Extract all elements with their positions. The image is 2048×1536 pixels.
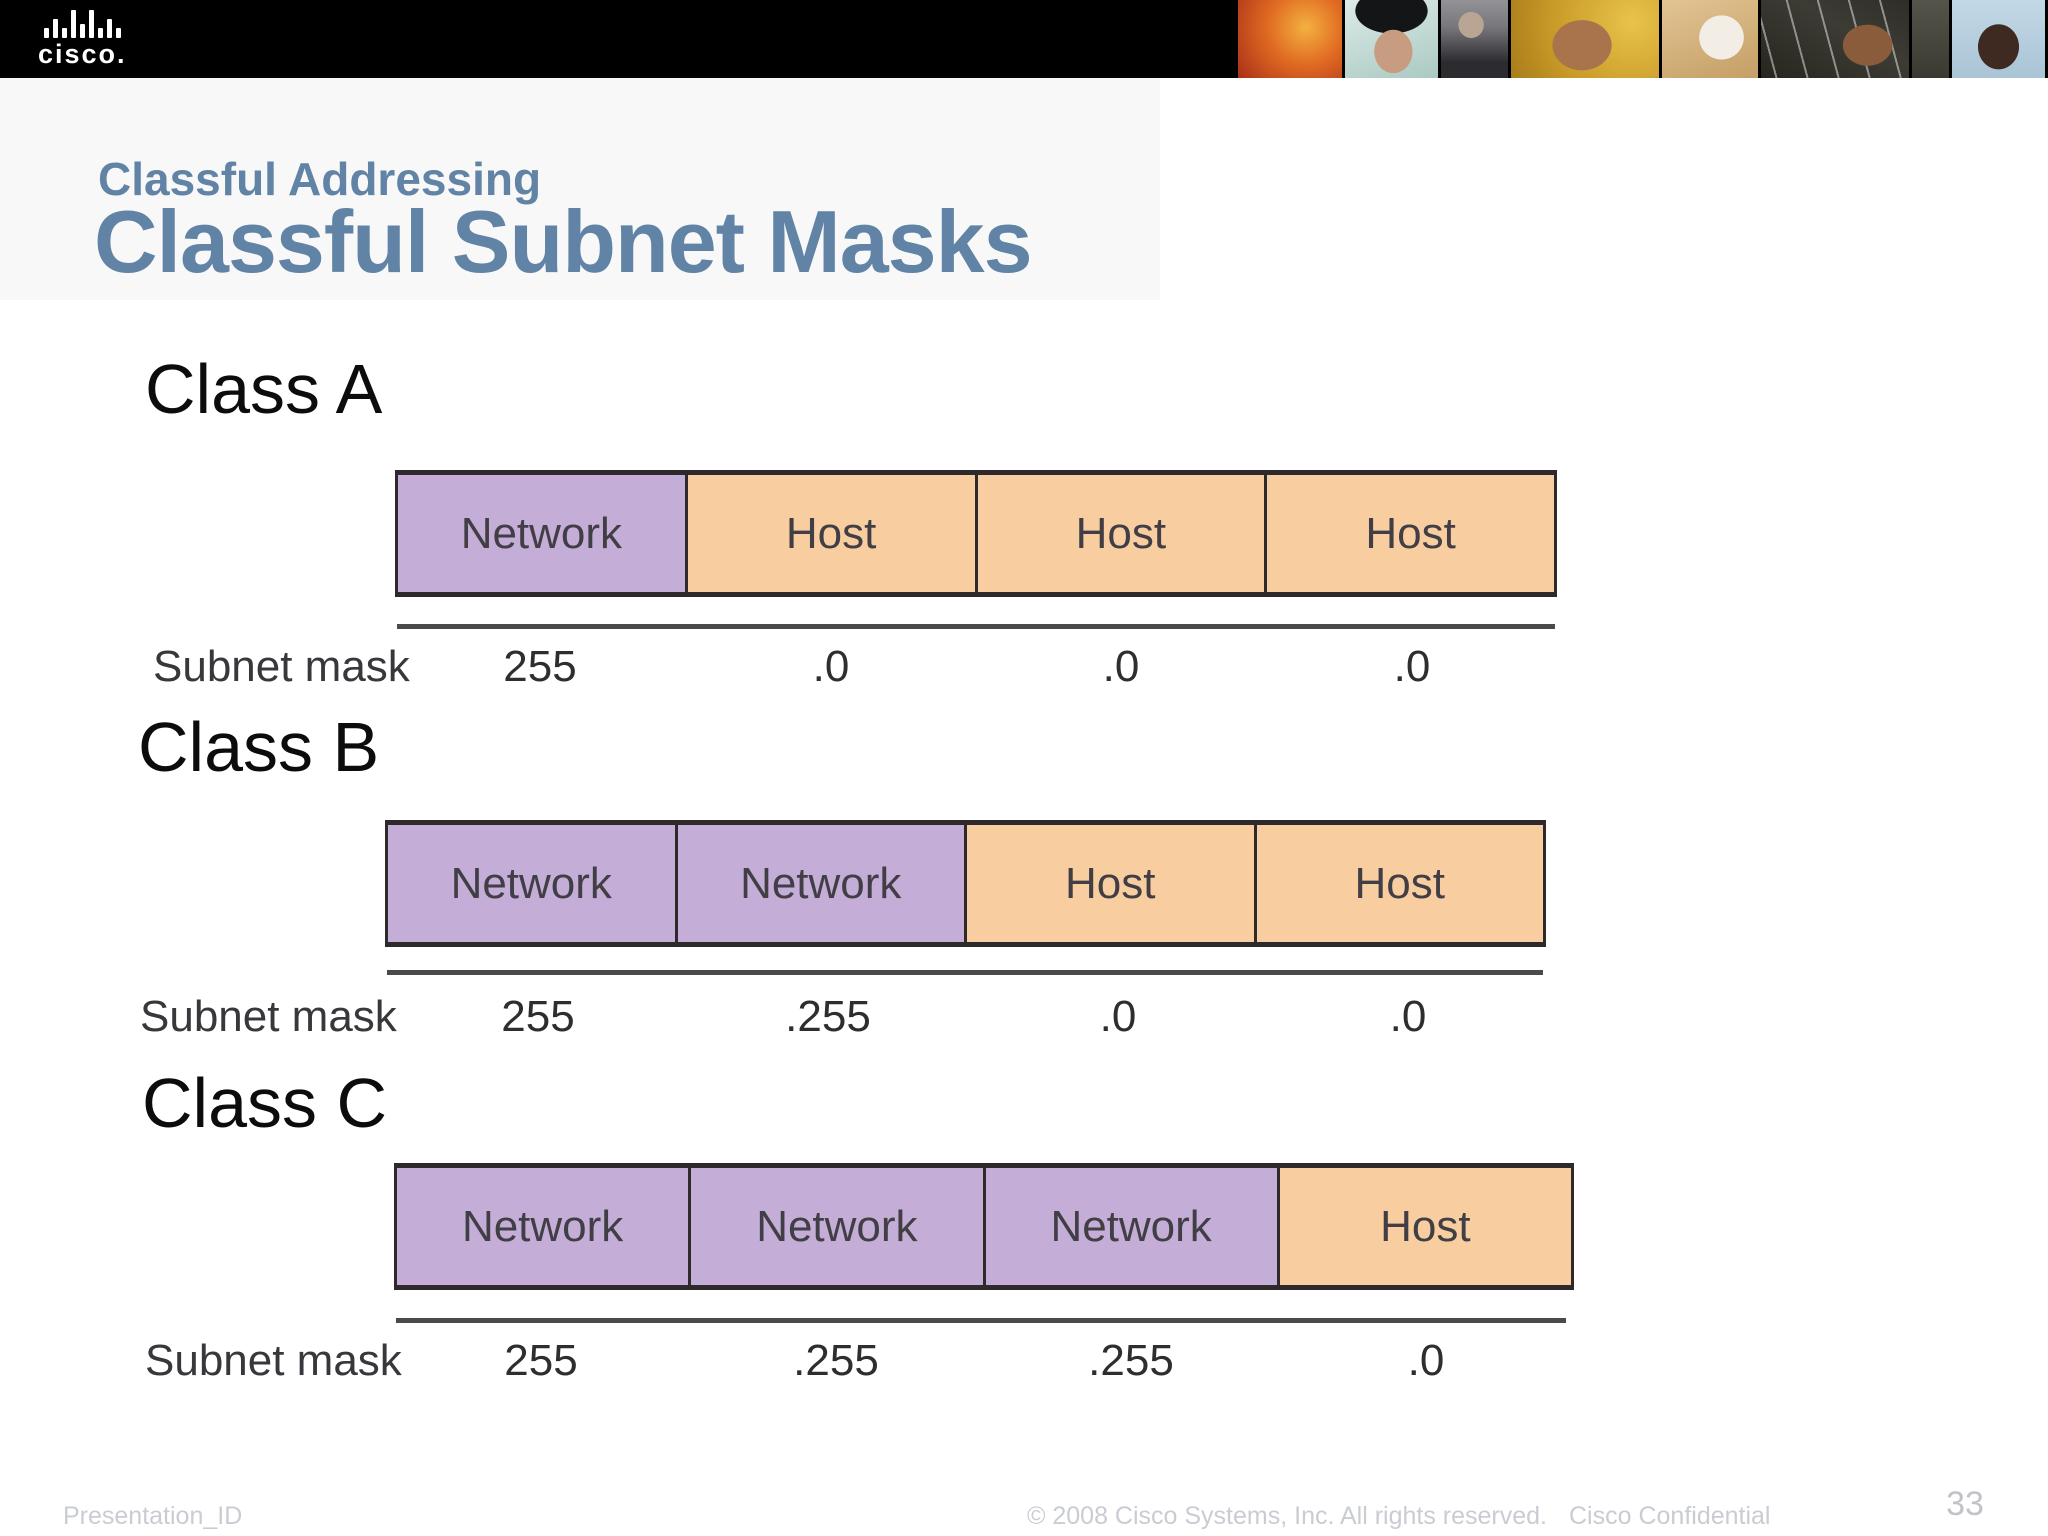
segment-label: Network (450, 858, 612, 908)
segment-label: Host (1065, 858, 1156, 908)
class-c-segment-4-host: Host (1276, 1168, 1571, 1285)
class-c-heading: Class C (142, 1064, 388, 1142)
header-photo-sliver (1912, 0, 1949, 78)
footer-confidential: Cisco Confidential (1569, 1502, 1771, 1530)
class-b-mask-octet-3: .0 (1099, 992, 1137, 1041)
cisco-logo-icon (44, 8, 127, 38)
segment-label: Network (461, 1201, 624, 1251)
class-b-segment-1-network: Network (388, 825, 675, 942)
footer-page-number: 33 (1946, 1485, 1984, 1523)
segment-label: Network (1050, 1201, 1212, 1251)
segment-label: Host (1354, 858, 1445, 908)
footer-copyright: © 2008 Cisco Systems, Inc. All rights re… (1027, 1502, 1548, 1530)
class-c-subnet-rule (396, 1318, 1566, 1323)
class-c-octet-bar: Network Network Network Host (394, 1163, 1574, 1290)
segment-label: Network (460, 508, 623, 558)
class-c-mask-octet-3: .255 (1088, 1336, 1174, 1385)
class-b-subnet-rule (387, 970, 1543, 975)
segment-label: Host (1380, 1201, 1471, 1251)
header-photo-woman-honeycomb (1511, 0, 1659, 78)
class-c-segment-3-network: Network (982, 1168, 1277, 1285)
page-title: Classful Subnet Masks (94, 192, 1033, 291)
class-b-subnet-mask-label: Subnet mask (140, 992, 397, 1041)
segment-label: Host (785, 508, 877, 558)
class-a-mask-octet-1: 255 (503, 642, 577, 691)
class-b-heading: Class B (138, 708, 380, 786)
class-a-subnet-mask-label: Subnet mask (153, 642, 410, 691)
class-c-mask-octet-1: 255 (504, 1336, 578, 1385)
segment-label: Host (1075, 508, 1167, 558)
class-a-segment-3-host: Host (974, 475, 1265, 592)
class-a-heading: Class A (145, 350, 383, 428)
class-b-mask-octet-2: .255 (785, 992, 871, 1041)
class-c-mask-octet-4: .0 (1407, 1336, 1445, 1385)
title-background-band (0, 78, 1160, 300)
class-a-mask-octet-3: .0 (1102, 642, 1140, 691)
class-c-segment-1-network: Network (397, 1168, 689, 1285)
footer-presentation-id: Presentation_ID (63, 1502, 243, 1530)
header-photo-collage (1238, 0, 2048, 78)
class-b-segment-2-network: Network (674, 825, 964, 942)
header-bar: cisco. (0, 0, 2048, 78)
class-a-segment-1-network: Network (398, 475, 685, 592)
cisco-logo-wordmark: cisco. (38, 39, 127, 69)
header-photo-man-blue (1952, 0, 2045, 78)
class-c-mask-octet-2: .255 (793, 1336, 879, 1385)
section-pretitle: Classful Addressing (98, 153, 542, 205)
class-a-subnet-rule (397, 624, 1555, 629)
cisco-logo: cisco. (38, 8, 127, 68)
class-a-segment-2-host: Host (684, 475, 975, 592)
class-b-mask-octet-4: .0 (1389, 992, 1427, 1041)
header-photo-man-suit (1441, 0, 1508, 78)
class-a-octet-bar: Network Host Host Host (395, 470, 1557, 597)
segment-label: Host (1365, 508, 1456, 558)
class-b-mask-octet-1: 255 (501, 992, 575, 1041)
segment-label: Network (740, 858, 902, 908)
class-b-segment-3-host: Host (964, 825, 1254, 942)
header-photo-fire-abstract (1238, 0, 1342, 78)
header-photo-chalkboard (1761, 0, 1909, 78)
class-a-segment-4-host: Host (1264, 475, 1554, 592)
class-b-segment-4-host: Host (1253, 825, 1543, 942)
class-a-mask-octet-2: .0 (812, 642, 850, 691)
header-photo-headscarf (1662, 0, 1758, 78)
class-c-subnet-mask-label: Subnet mask (145, 1336, 402, 1385)
class-c-segment-2-network: Network (688, 1168, 983, 1285)
header-photo-woman-portrait (1345, 0, 1438, 78)
class-b-octet-bar: Network Network Host Host (385, 820, 1546, 947)
segment-label: Network (756, 1201, 918, 1251)
class-a-mask-octet-4: .0 (1393, 642, 1431, 691)
